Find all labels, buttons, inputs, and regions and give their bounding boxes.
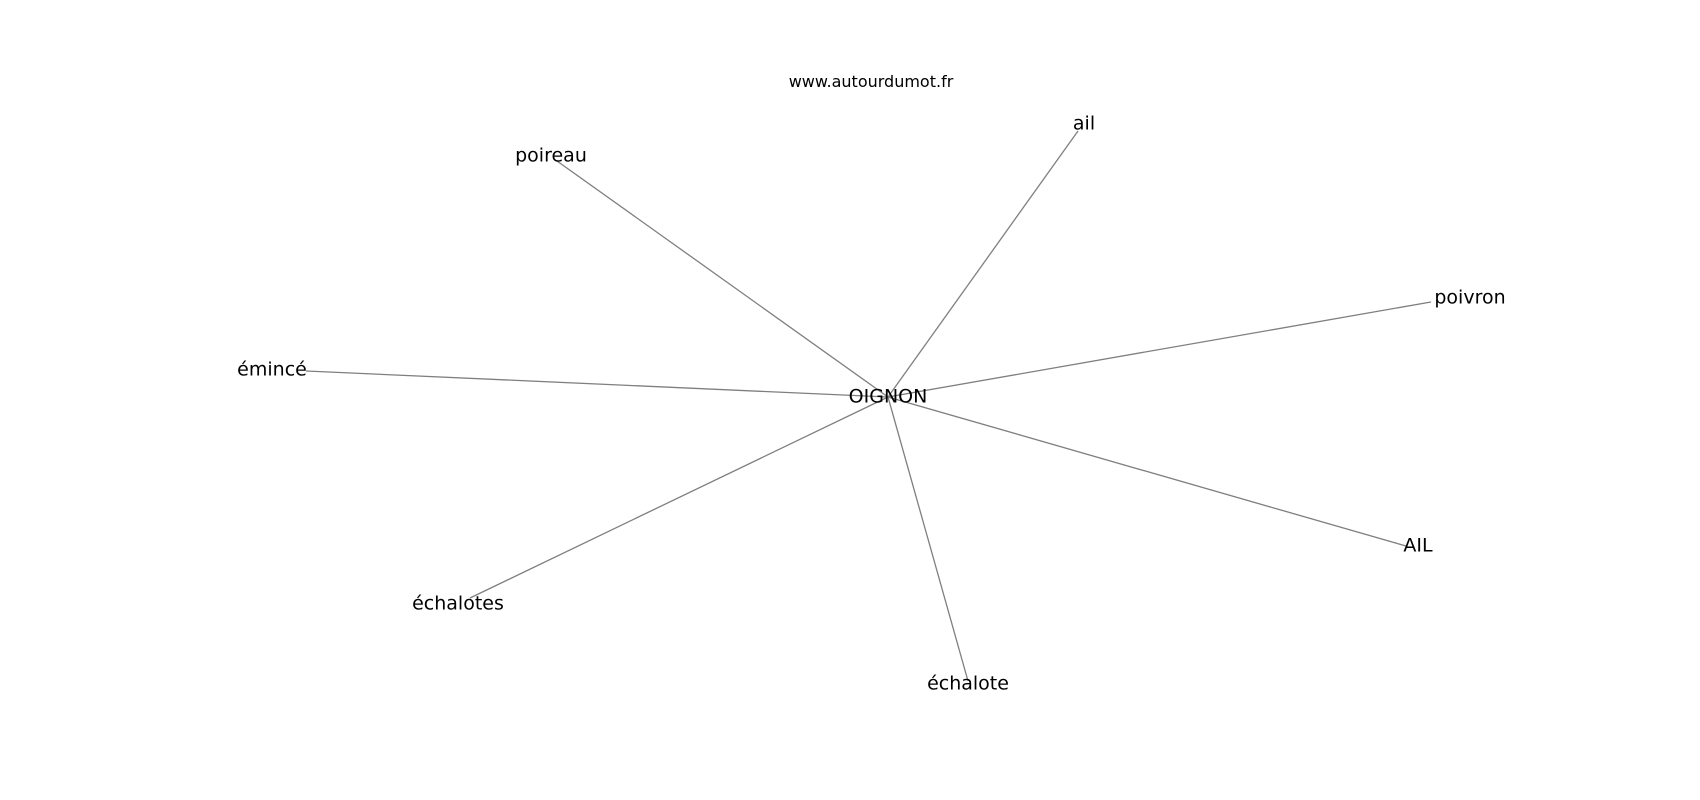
node-echalotes[interactable]: échalotes [412,593,504,615]
edge-poivron [887,301,1432,398]
edge-emince [305,370,889,398]
node-emince[interactable]: émincé [237,359,307,381]
node-AIL[interactable]: AIL [1403,535,1433,557]
edge-ail [887,130,1079,398]
watermark-text: www.autourdumot.fr [788,72,954,91]
edge-poireau [556,160,889,398]
edge-echalotes [469,396,889,599]
node-ail[interactable]: ail [1073,113,1095,135]
edge-echalote [887,396,969,682]
node-echalote[interactable]: échalote [927,673,1009,695]
node-center-oignon[interactable]: OIGNON [849,386,928,408]
node-poivron[interactable]: poivron [1434,287,1505,309]
node-poireau[interactable]: poireau [515,145,587,167]
edge-AIL [887,396,1407,547]
